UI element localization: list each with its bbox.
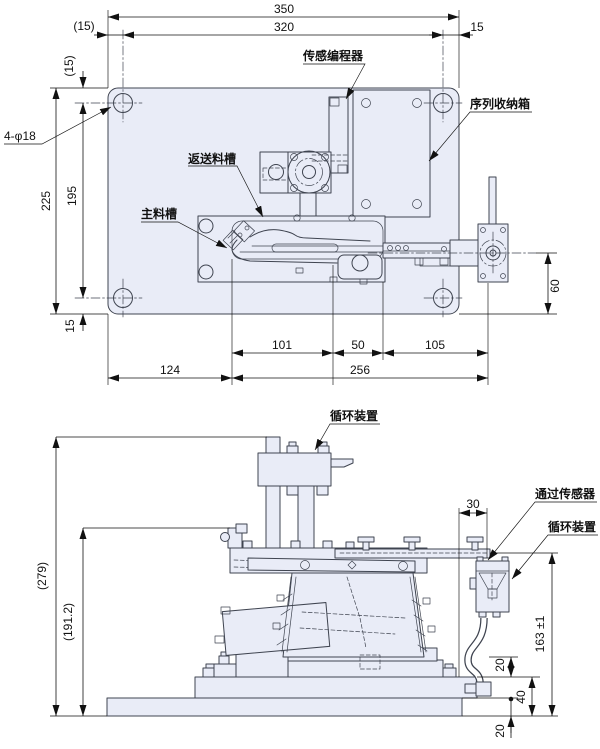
dim-text-225: 225 (39, 191, 53, 211)
dim-text-20-upper: 20 (493, 658, 507, 672)
rotary-drive (259, 150, 348, 227)
dimension-chain-101-50-105: 101 50 105 (232, 338, 488, 357)
sequence-storage-box (352, 89, 431, 218)
dim-text-40: 40 (514, 690, 528, 704)
dimension-cable-clearance: 20 (493, 657, 515, 677)
dimension-chain-124-256: 124 256 (108, 363, 488, 382)
rail (334, 536, 491, 559)
dim-text-163: 163 ±1 (533, 615, 547, 652)
sequence-storage-box-text: 序列收纳箱 (470, 96, 530, 111)
hole-callout-text: 4-φ18 (4, 129, 36, 143)
dimension-outlet-height: 60 (544, 253, 562, 314)
dim-text-30: 30 (466, 497, 480, 511)
dim-text-191: (191.2) (61, 603, 75, 641)
chute-recess (231, 220, 384, 260)
dim-text-350: 350 (274, 2, 294, 16)
label-return-chute: 返送料槽 (188, 151, 264, 218)
label-circulation-device-right: 循环装置 (511, 519, 598, 580)
label-main-chute: 主料槽 (141, 206, 228, 249)
dim-text-15-left: (15) (62, 55, 76, 76)
dim-text-101: 101 (272, 338, 292, 352)
cable-clamp (464, 681, 492, 697)
dimension-sensor-height: 163 ±1 (533, 553, 556, 716)
return-chute (249, 229, 371, 242)
main-chute-text: 主料槽 (141, 206, 177, 221)
antenna-rod (488, 176, 497, 225)
label-sequence-storage-box: 序列收纳箱 (428, 96, 532, 162)
mounting-holes (74, 29, 463, 318)
pass-sensor-box (469, 556, 510, 618)
dim-text-15-bottom-left: 15 (63, 319, 77, 333)
return-chute-text: 返送料槽 (188, 151, 236, 166)
dim-text-60: 60 (548, 279, 562, 293)
leaf-spring-right (409, 576, 436, 653)
dimension-base-plate-thickness: 20 (493, 696, 515, 738)
circulation-device-top-text: 循环装置 (330, 408, 378, 423)
floor-plate (106, 697, 463, 717)
dim-text-105: 105 (425, 338, 445, 352)
slab-knob (220, 523, 248, 549)
mid-base (194, 663, 478, 699)
label-sensor-programmer: 传感编程器 (302, 48, 366, 100)
dimension-hole-pitch-width: 320 (15) 15 (73, 19, 484, 39)
dimension-overall-height-side: (279) (35, 437, 60, 716)
dim-text-256: 256 (350, 363, 370, 377)
leaf-spring-left (272, 576, 297, 653)
dim-text-124: 124 (160, 363, 180, 377)
sensor-programmer-text: 传感编程器 (302, 48, 364, 63)
side-view-drawing: (279) (191.2) 30 163 ±1 20 40 20 (35, 408, 598, 738)
dimension-overall-height: 225 (39, 88, 60, 314)
dimension-overall-width: 350 (108, 2, 459, 21)
dim-text-50: 50 (351, 338, 365, 352)
middle-block (295, 254, 383, 285)
sensor-cable (464, 617, 488, 683)
dim-text-279: (279) (35, 562, 49, 590)
sensor-programmer (328, 96, 349, 174)
dim-text-20-lower: 20 (493, 724, 507, 738)
dim-text-320: 320 (274, 20, 294, 34)
main-chute (231, 239, 481, 264)
sub-plate (197, 214, 481, 285)
dim-text-195: 195 (65, 186, 79, 206)
dim-text-15-top-left: (15) (73, 19, 94, 33)
dimension-hole-pitch-height: (15) 195 15 (62, 55, 87, 333)
label-hole-callout: 4-φ18 (4, 106, 112, 145)
pass-through-sensor-text: 通过传感器 (535, 486, 596, 501)
outlet-block (367, 176, 537, 283)
label-pass-through-sensor: 通过传感器 (487, 486, 597, 561)
dimension-upper-height: (191.2) (61, 528, 87, 716)
gate-block (222, 220, 255, 251)
dimension-base-height: 40 (514, 677, 536, 716)
dim-text-15-top-right: 15 (470, 20, 484, 34)
circulation-device-right-text: 循环装置 (548, 519, 596, 534)
top-view-drawing: 350 320 (15) 15 225 (15) 195 15 (4, 2, 562, 385)
dimension-sensor-offset: 30 (459, 497, 487, 517)
label-circulation-device-top: 循环装置 (314, 408, 380, 451)
